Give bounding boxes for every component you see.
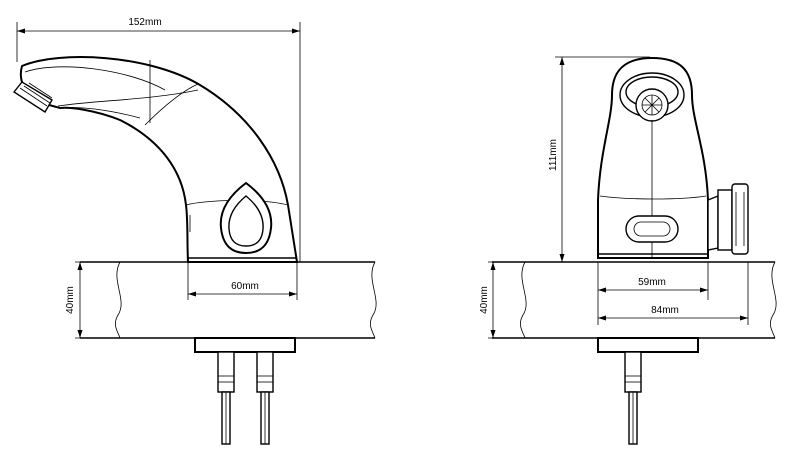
front-base-label: 59mm [638,277,666,288]
front-view: 111mm [479,56,777,445]
front-spout [597,56,749,259]
side-view: 152mm [12,17,377,445]
front-deck-label: 40mm [479,286,490,314]
side-spout [12,56,299,263]
side-base-label: 60mm [231,281,259,292]
front-height-label: 111mm [548,139,559,171]
dimension-40mm-side: 40mm [65,261,120,339]
front-deck-width-label: 84mm [651,305,679,316]
dimension-59mm: 59mm [597,262,709,325]
dimension-60mm: 60mm [187,262,298,300]
dimension-40mm-front: 40mm [479,261,525,339]
dimension-84mm: 84mm [598,262,749,325]
front-deck [492,261,777,339]
side-deck [80,261,377,339]
side-width-label: 152mm [128,17,161,28]
aerator-mesh [642,95,662,115]
side-mount [194,337,296,445]
front-mount [597,337,699,445]
side-deck-label: 40mm [65,286,76,314]
dimension-152mm: 152mm [16,17,301,262]
